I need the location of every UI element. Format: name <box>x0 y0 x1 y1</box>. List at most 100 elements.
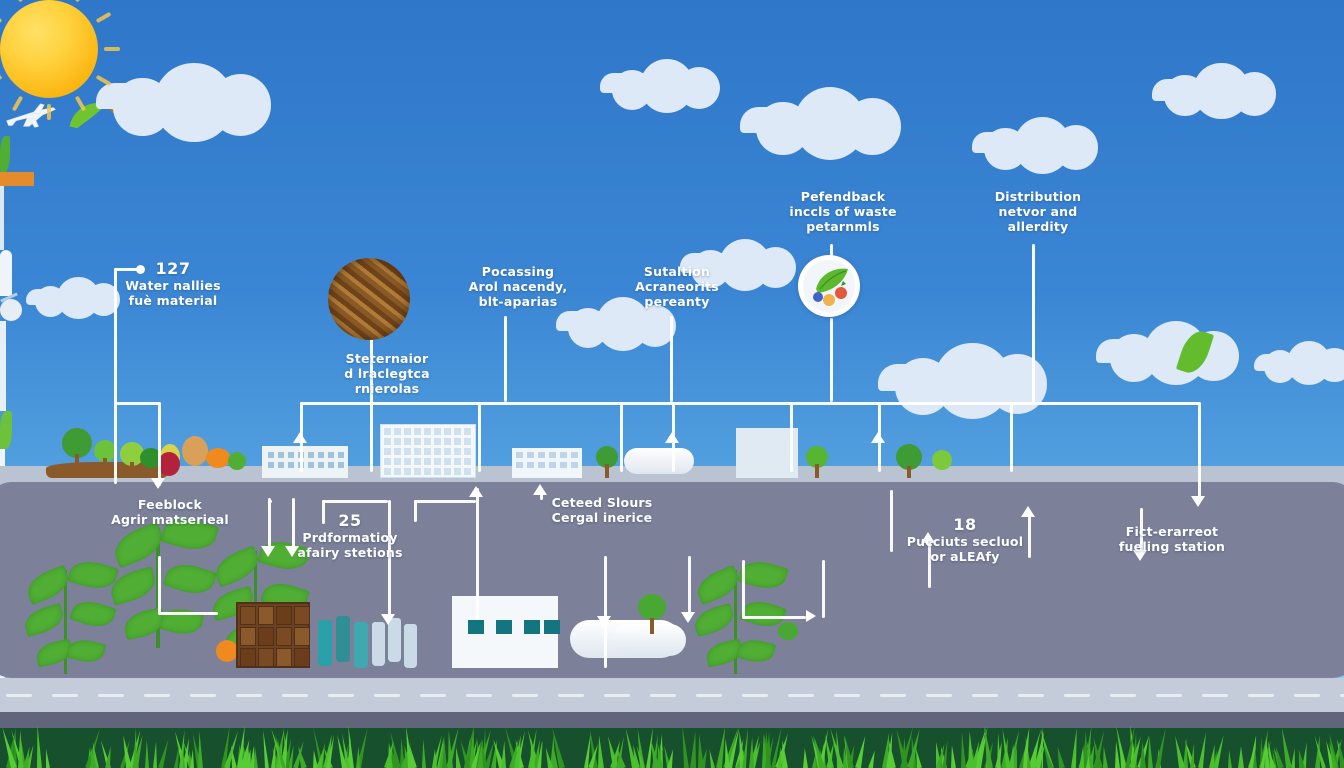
window <box>414 458 421 465</box>
label-text: Feeblock Agrir matserieal <box>96 498 244 528</box>
window <box>527 462 534 468</box>
wind-turbine-1-rotor <box>1126 264 1194 332</box>
window <box>414 448 421 455</box>
conn-left-lower <box>158 556 161 614</box>
transmission-tower-3 <box>1100 436 1130 480</box>
conn-right-h <box>1000 402 1200 405</box>
cloud-5 <box>1152 62 1274 100</box>
runway-dash <box>696 694 722 697</box>
window <box>424 468 431 475</box>
window <box>464 438 471 445</box>
compost-cell <box>240 606 256 625</box>
conn-trunk-drop-2 <box>370 402 373 472</box>
conn-band-h2 <box>414 500 476 503</box>
conn-left-lower-h <box>158 612 218 615</box>
ground-label-created-sources: Ceteed Slours Cergal inerice <box>536 496 668 526</box>
runway-dash <box>1156 694 1182 697</box>
window <box>464 458 471 465</box>
grass-blade <box>1253 749 1257 768</box>
window <box>308 452 314 458</box>
conn-band-h3 <box>742 616 806 619</box>
runway-dash <box>374 694 400 697</box>
window <box>424 448 431 455</box>
conn-band-a5 <box>533 484 547 495</box>
runway-dash <box>558 694 584 697</box>
window <box>278 462 284 468</box>
tree-trunk-3 <box>130 462 134 478</box>
window <box>434 448 441 455</box>
window <box>434 458 441 465</box>
shrub-1 <box>0 136 10 172</box>
window <box>414 438 421 445</box>
bottle-1 <box>318 620 332 666</box>
window <box>394 438 401 445</box>
window <box>571 452 578 458</box>
runway-dash <box>1202 694 1228 697</box>
produce-berry <box>158 452 180 476</box>
refinery-column-1 <box>0 321 6 339</box>
conn-left-elbow <box>114 402 160 405</box>
grass-blade <box>529 738 535 768</box>
window <box>527 452 534 458</box>
compost-cell <box>294 606 310 625</box>
ground-label-fleet-fueling-station: Fict-erarreot fueling station <box>1108 525 1236 555</box>
runway-dash <box>466 694 492 697</box>
conn-stem-aviation <box>670 316 673 402</box>
conn-trunk-drop-8 <box>1010 402 1013 472</box>
ridge-vegetation-left <box>0 136 1344 172</box>
window <box>384 428 391 435</box>
produce-papaya <box>182 436 208 466</box>
cloud-lobe-3 <box>1054 125 1099 170</box>
ground-label-preformation-stations: 25Prdformatioy afairy stetions <box>290 512 410 560</box>
conn-trunk-drop-6 <box>790 402 793 472</box>
label-text: Prdformatioy afairy stetions <box>290 531 410 561</box>
runway-dash <box>1110 694 1136 697</box>
small-tree-band <box>638 594 666 620</box>
window <box>549 452 556 458</box>
sun-ray-4 <box>104 47 120 51</box>
conn-up-arrow-3 <box>871 432 885 443</box>
conn-stem-processing <box>504 316 507 402</box>
compost-crate-grid <box>236 602 310 668</box>
conn-band-a7 <box>681 612 695 623</box>
cloud-2 <box>600 58 718 92</box>
h-tank-ridge-1 <box>624 448 694 474</box>
h-tank-2 <box>612 624 686 656</box>
refinery-column-4 <box>0 375 6 393</box>
sky-label-feedstock-sourcing: 127Water nallies fuè material <box>108 260 238 308</box>
window <box>444 458 451 465</box>
refinery-column-2 <box>0 339 6 357</box>
produce-leaf <box>228 452 246 470</box>
window <box>394 468 401 475</box>
window <box>560 462 567 468</box>
conn-band-v6 <box>476 500 479 620</box>
transmission-tower-1 <box>1000 418 1042 480</box>
window <box>404 428 411 435</box>
conn-band-v13 <box>742 560 745 618</box>
bottle-2 <box>336 616 350 662</box>
window <box>454 448 461 455</box>
window <box>328 462 334 468</box>
window <box>384 458 391 465</box>
window <box>414 428 421 435</box>
grass-blade <box>1238 746 1244 768</box>
tree-trunk-2 <box>103 458 107 478</box>
window <box>318 452 324 458</box>
compost-cell <box>258 627 274 646</box>
conn-band-v5 <box>414 500 417 522</box>
window <box>464 468 471 475</box>
runway-dash <box>512 694 538 697</box>
window <box>404 448 411 455</box>
grass-blade <box>501 741 507 768</box>
conn-band-v12 <box>822 560 825 618</box>
sun-ray-9 <box>0 75 2 86</box>
runway-dash <box>972 694 998 697</box>
window <box>424 458 431 465</box>
refinery-block <box>736 428 798 478</box>
window <box>338 452 344 458</box>
conn-band-v11 <box>688 556 691 614</box>
conn-stem-distribution <box>1032 244 1035 402</box>
sun-ray-3 <box>96 12 112 23</box>
window <box>394 428 401 435</box>
leaf-6 <box>736 636 776 666</box>
